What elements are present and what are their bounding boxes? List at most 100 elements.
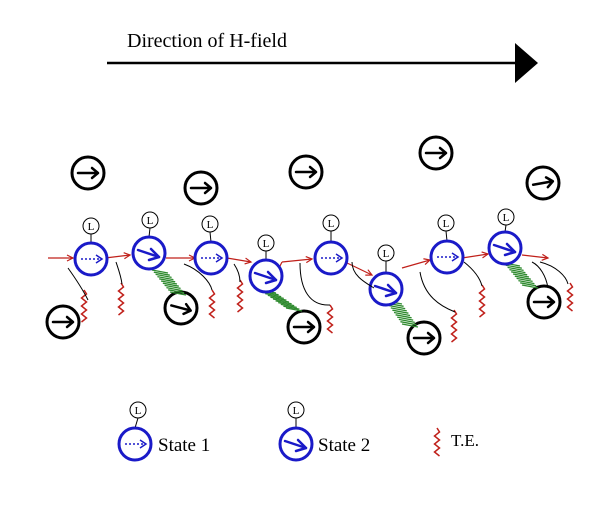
state1-spin: L — [193, 215, 229, 276]
L-circle — [129, 401, 147, 419]
chain-segment — [521, 254, 549, 259]
spring-hatch — [514, 275, 531, 280]
L-stem — [445, 230, 448, 242]
chain-segment — [281, 258, 313, 263]
spring-hatch — [270, 296, 287, 301]
spring-hatch — [169, 291, 187, 296]
L-circle — [377, 244, 395, 262]
spring-hatch — [518, 279, 535, 285]
spring-hatch — [162, 282, 179, 287]
spin-chain: L L L L L L L L — [45, 135, 574, 356]
chain-arrow-head-icon — [66, 254, 75, 262]
bath-atom-circle — [288, 154, 324, 190]
coupling-spring — [259, 289, 303, 312]
coupling-spring — [385, 300, 419, 328]
bath-atom-circle — [526, 284, 562, 320]
coupling-spring — [503, 262, 539, 289]
L-label: L — [328, 218, 335, 230]
spring-hatch — [401, 323, 419, 328]
L-circle — [141, 211, 159, 229]
spring-hatch — [278, 301, 295, 307]
bath-atom-circle — [183, 170, 219, 206]
state1-spin: L — [117, 401, 153, 462]
spring-hatch — [283, 305, 300, 310]
bath-atom-arrow-icon — [189, 181, 213, 195]
bath-atom-circle — [45, 304, 81, 340]
L-circle — [82, 217, 100, 235]
legend-te-label: T.E. — [451, 431, 479, 450]
bath-atom — [525, 165, 561, 201]
spring-hatch — [151, 269, 169, 274]
chain-segment — [401, 259, 431, 269]
chain-segment — [279, 261, 283, 267]
L-label: L — [207, 219, 214, 231]
spring-hatch — [393, 311, 411, 317]
chain-arrow-head-icon — [541, 253, 550, 261]
L-circle — [287, 401, 305, 419]
L-circle — [257, 234, 275, 252]
state2-spin: L — [278, 401, 314, 462]
bath-atom-arrow-icon — [294, 165, 318, 179]
state2-spin: L — [131, 211, 167, 271]
bath-atom-circle — [418, 135, 454, 171]
chain-arrow-head-icon — [123, 252, 132, 260]
L-stem — [209, 231, 212, 243]
bath-atom-arrow-icon — [424, 146, 448, 160]
state2-spin: L — [248, 234, 284, 294]
h-field-arrow — [107, 43, 538, 83]
bath-atom-arrow-icon — [412, 331, 436, 345]
L-label: L — [88, 221, 95, 233]
spring-hatch — [280, 303, 297, 309]
state1-spin: L — [313, 214, 349, 276]
te-wave-icon — [478, 284, 486, 318]
pointer-line — [67, 267, 89, 301]
dotted-arrow-head-icon — [451, 252, 460, 262]
bath-atom-arrow-icon — [531, 176, 555, 189]
bath-atom-circle — [70, 155, 106, 191]
legend-state2-label: State 2 — [318, 435, 370, 456]
spring-hatch — [157, 275, 174, 281]
pointer-line — [463, 261, 483, 287]
spring-hatch — [392, 309, 409, 314]
chain-segment — [461, 253, 489, 259]
L-circle — [437, 214, 455, 232]
L-label: L — [503, 212, 510, 224]
solid-arrow-head-icon — [264, 270, 278, 285]
te-wave-icon — [117, 282, 125, 316]
solid-arrow-head-icon — [294, 438, 308, 453]
pointer-line — [539, 261, 569, 285]
spring-hatch — [509, 268, 526, 274]
L-label: L — [263, 238, 270, 250]
solid-arrow-shaft — [283, 439, 308, 450]
pointer-line — [183, 263, 213, 291]
state1-spin: L — [73, 217, 109, 277]
bath-atom — [163, 290, 199, 326]
spring-hatch — [400, 321, 417, 326]
spring-hatch — [521, 284, 539, 289]
L-label: L — [147, 215, 154, 227]
spring-hatch — [160, 280, 178, 285]
solid-arrow-head-icon — [384, 283, 398, 298]
spring-hatch — [265, 292, 282, 298]
state2-spin: L — [368, 244, 404, 307]
bath-atom-arrow-icon — [76, 166, 100, 180]
state2-spin: L — [487, 208, 523, 266]
solid-arrow-shaft — [253, 271, 278, 282]
spring-hatch — [153, 271, 170, 276]
L-label: L — [383, 248, 390, 260]
bath-atom — [406, 320, 442, 356]
dotted-arrow-head-icon — [215, 253, 224, 263]
chain-segment — [226, 257, 252, 263]
te-wave-icon — [208, 289, 216, 319]
te-wave-icon — [450, 309, 458, 343]
te-wave-icon — [433, 427, 441, 457]
spring-hatch — [275, 300, 292, 305]
solid-arrow-head-icon — [147, 247, 161, 262]
state1-spin: L — [429, 214, 465, 275]
L-circle — [497, 208, 515, 226]
chain-segment — [104, 254, 131, 259]
dotted-arrow-head-icon — [139, 439, 148, 449]
bath-atom-circle — [406, 320, 442, 356]
spring-hatch — [520, 282, 537, 287]
